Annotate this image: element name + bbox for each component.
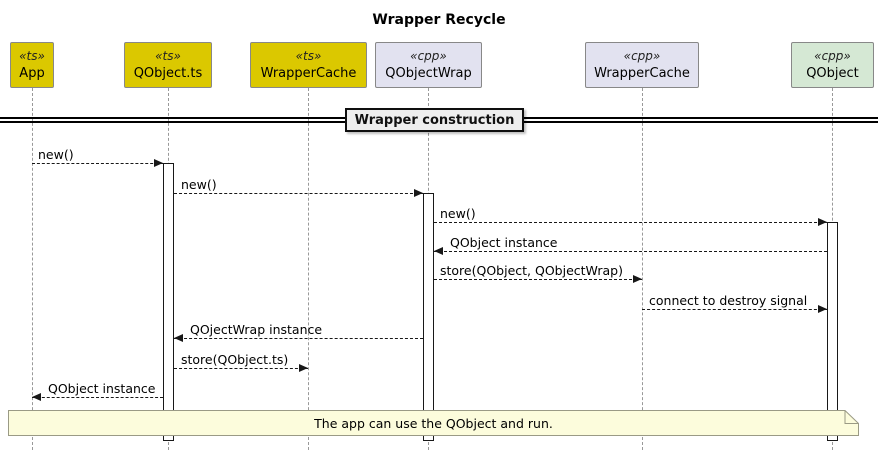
participant-box-qobject-ts: «ts» QObject.ts bbox=[124, 42, 212, 88]
message-label: store(QObject.ts) bbox=[181, 352, 289, 367]
message-line bbox=[32, 163, 163, 164]
participant-name: QObjectWrap bbox=[385, 66, 472, 81]
activation-bar-qobject bbox=[827, 222, 838, 441]
participant-name: WrapperCache bbox=[594, 66, 690, 81]
message-line bbox=[434, 222, 827, 223]
lifeline-wrappercache-ts bbox=[308, 88, 309, 450]
arrowhead-left-icon bbox=[32, 393, 41, 401]
message-line bbox=[434, 251, 827, 252]
participant-stereotype: «ts» bbox=[19, 49, 45, 63]
participant-box-qobjectwrap: «cpp» QObjectWrap bbox=[375, 42, 482, 88]
participant-box-qobject: «cpp» QObject bbox=[791, 42, 874, 88]
participant-name: App bbox=[19, 66, 45, 81]
note-text: The app can use the QObject and run. bbox=[314, 415, 553, 431]
lifeline-app bbox=[32, 88, 33, 450]
arrowhead-right-icon bbox=[818, 218, 827, 226]
message-label: new() bbox=[181, 177, 217, 192]
arrowhead-right-icon bbox=[414, 189, 423, 197]
arrowhead-left-icon bbox=[434, 247, 443, 255]
activation-bar-qobject-ts bbox=[163, 163, 174, 441]
message-line bbox=[32, 397, 163, 398]
message-line bbox=[174, 368, 308, 369]
message-label: new() bbox=[38, 147, 74, 162]
participant-stereotype: «ts» bbox=[155, 49, 181, 63]
participant-box-app: «ts» App bbox=[10, 42, 54, 88]
participant-box-wrappercache-cpp: «cpp» WrapperCache bbox=[585, 42, 699, 88]
activation-bar-qobjectwrap bbox=[423, 193, 434, 441]
message-label: QOjectWrap instance bbox=[190, 322, 323, 337]
message-label: QObject instance bbox=[48, 381, 156, 396]
participant-box-wrappercache-ts: «ts» WrapperCache bbox=[250, 42, 367, 88]
lifeline-wrappercache-cpp bbox=[642, 88, 643, 450]
arrowhead-right-icon bbox=[299, 364, 308, 372]
message-label: connect to destroy signal bbox=[649, 293, 808, 308]
note-body bbox=[8, 410, 859, 436]
participant-name: QObject.ts bbox=[133, 66, 203, 81]
message-label: new() bbox=[440, 206, 476, 221]
divider-label-box: Wrapper construction bbox=[345, 108, 524, 132]
participant-name: QObject bbox=[806, 66, 859, 81]
message-label: QObject instance bbox=[450, 235, 558, 250]
message-line bbox=[174, 193, 423, 194]
participant-stereotype: «ts» bbox=[295, 49, 322, 63]
note-fold-icon bbox=[844, 410, 859, 424]
participant-stereotype: «cpp» bbox=[410, 49, 447, 63]
divider-label: Wrapper construction bbox=[354, 112, 515, 128]
participant-stereotype: «cpp» bbox=[623, 49, 661, 63]
participant-stereotype: «cpp» bbox=[814, 49, 851, 63]
message-line bbox=[642, 309, 827, 310]
participant-name: WrapperCache bbox=[260, 66, 357, 81]
diagram-title: Wrapper Recycle bbox=[372, 12, 506, 28]
arrowhead-right-icon bbox=[818, 305, 827, 313]
arrowhead-left-icon bbox=[174, 334, 183, 342]
message-label: store(QObject, QObjectWrap) bbox=[440, 263, 623, 278]
arrowhead-right-icon bbox=[154, 159, 163, 167]
note: The app can use the QObject and run. bbox=[8, 410, 859, 436]
message-line bbox=[174, 338, 423, 339]
arrowhead-right-icon bbox=[633, 275, 642, 283]
message-line bbox=[434, 279, 642, 280]
